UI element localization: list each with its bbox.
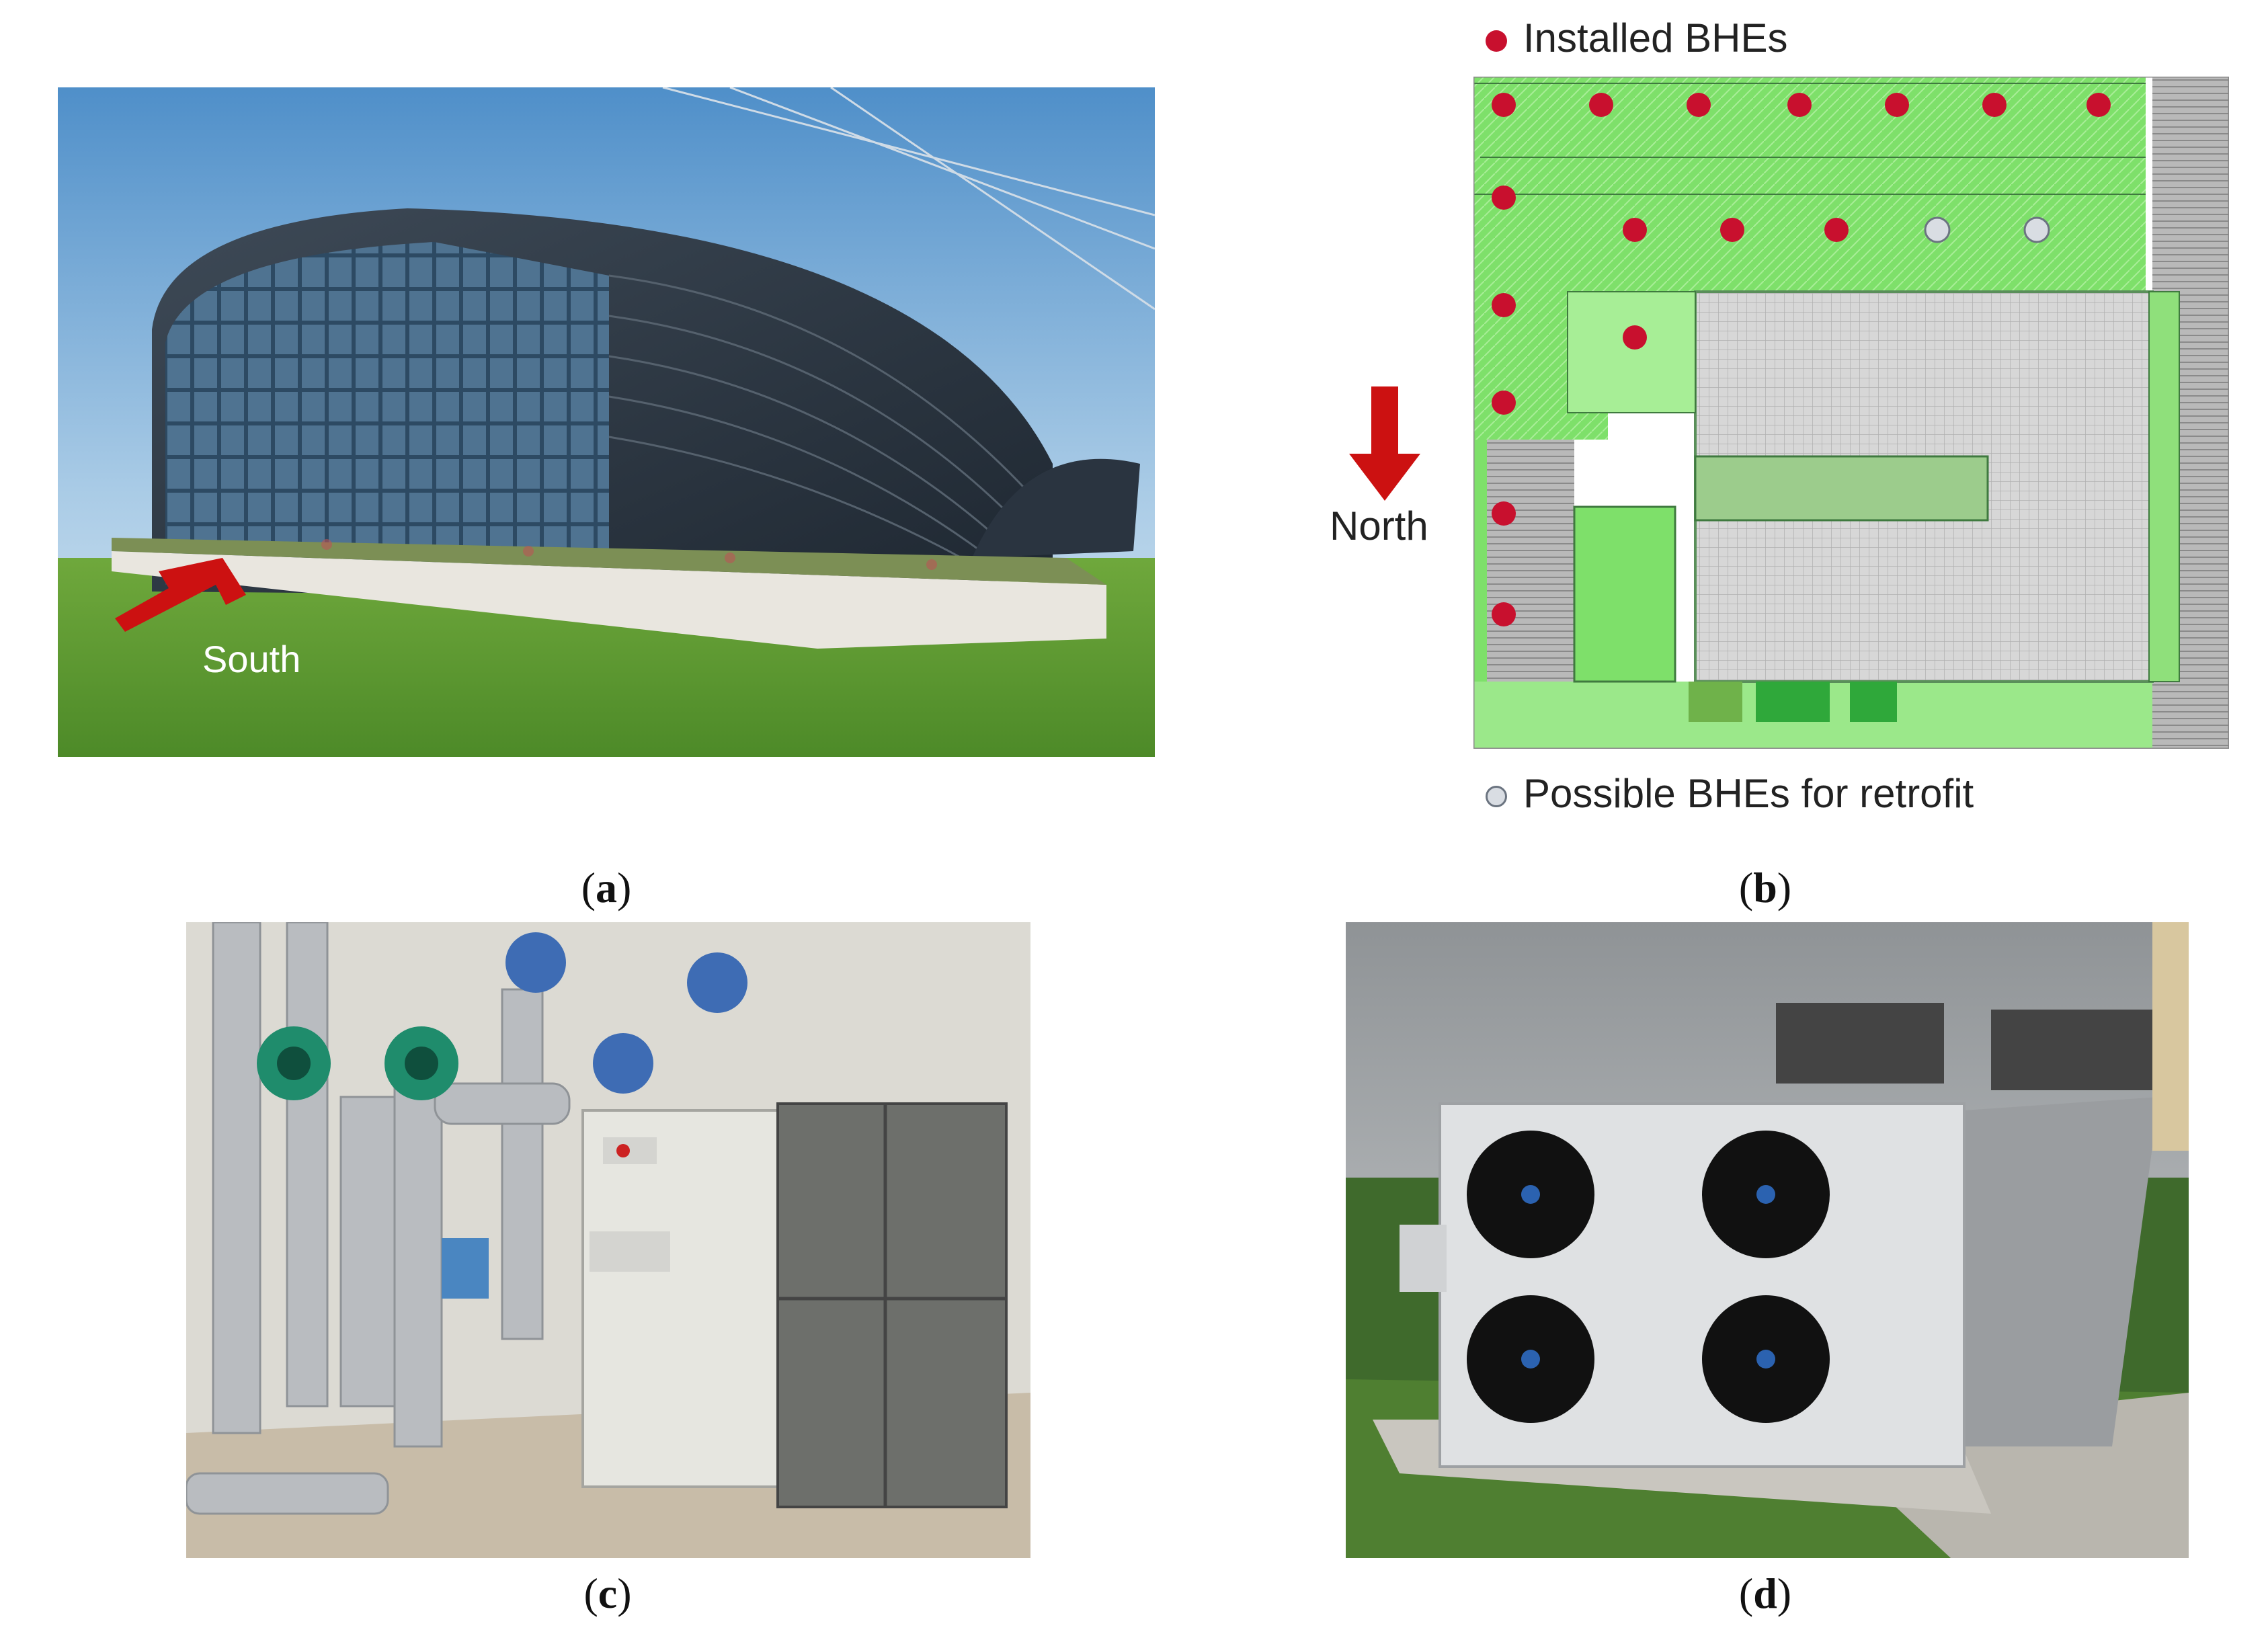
installed-bhe-marker <box>1687 93 1711 117</box>
caption-a: (a) <box>581 864 632 911</box>
installed-bhe-marker <box>1787 93 1812 117</box>
installed-bhe-icon <box>1486 30 1507 52</box>
north-arrow <box>1348 386 1422 501</box>
installed-bhe-marker <box>1885 93 1909 117</box>
installed-bhe-marker <box>1492 501 1516 526</box>
caption-d: (d) <box>1738 1569 1792 1617</box>
possible-bhe-marker <box>1924 216 1951 243</box>
legend-installed: Installed BHEs <box>1486 15 1788 61</box>
installed-bhe-marker <box>1824 218 1849 242</box>
photo-dry-cooler <box>1346 922 2189 1558</box>
installed-bhe-marker <box>1589 93 1613 117</box>
photo-plant-room <box>186 922 1030 1558</box>
installed-bhe-marker <box>1623 218 1647 242</box>
photo-building: South <box>58 87 1155 757</box>
north-label: North <box>1330 503 1428 548</box>
fan-icons <box>1467 1131 1830 1423</box>
caption-c: (c) <box>583 1569 632 1617</box>
possible-bhe-markers <box>1924 216 2050 243</box>
south-label: South <box>202 638 300 680</box>
north-arrow-icon <box>1349 386 1420 501</box>
legend-possible: Possible BHEs for retrofit <box>1486 770 1974 817</box>
installed-bhe-marker <box>1492 186 1516 210</box>
site-plan <box>1473 77 2229 749</box>
caption-b: (b) <box>1738 864 1792 911</box>
installed-bhe-marker <box>1720 218 1744 242</box>
pump-icons <box>257 932 747 1100</box>
installed-bhe-marker <box>1492 293 1516 317</box>
installed-bhe-marker <box>1492 93 1516 117</box>
installed-bhe-marker <box>1623 325 1647 350</box>
installed-bhe-markers <box>1492 93 2111 626</box>
installed-bhe-marker <box>2087 93 2111 117</box>
possible-bhe-icon <box>1486 786 1507 808</box>
installed-bhe-marker <box>1492 391 1516 415</box>
south-arrow-icon <box>115 558 246 632</box>
installed-bhe-marker <box>1492 602 1516 626</box>
possible-bhe-marker <box>2023 216 2050 243</box>
installed-bhe-marker <box>1982 93 2007 117</box>
